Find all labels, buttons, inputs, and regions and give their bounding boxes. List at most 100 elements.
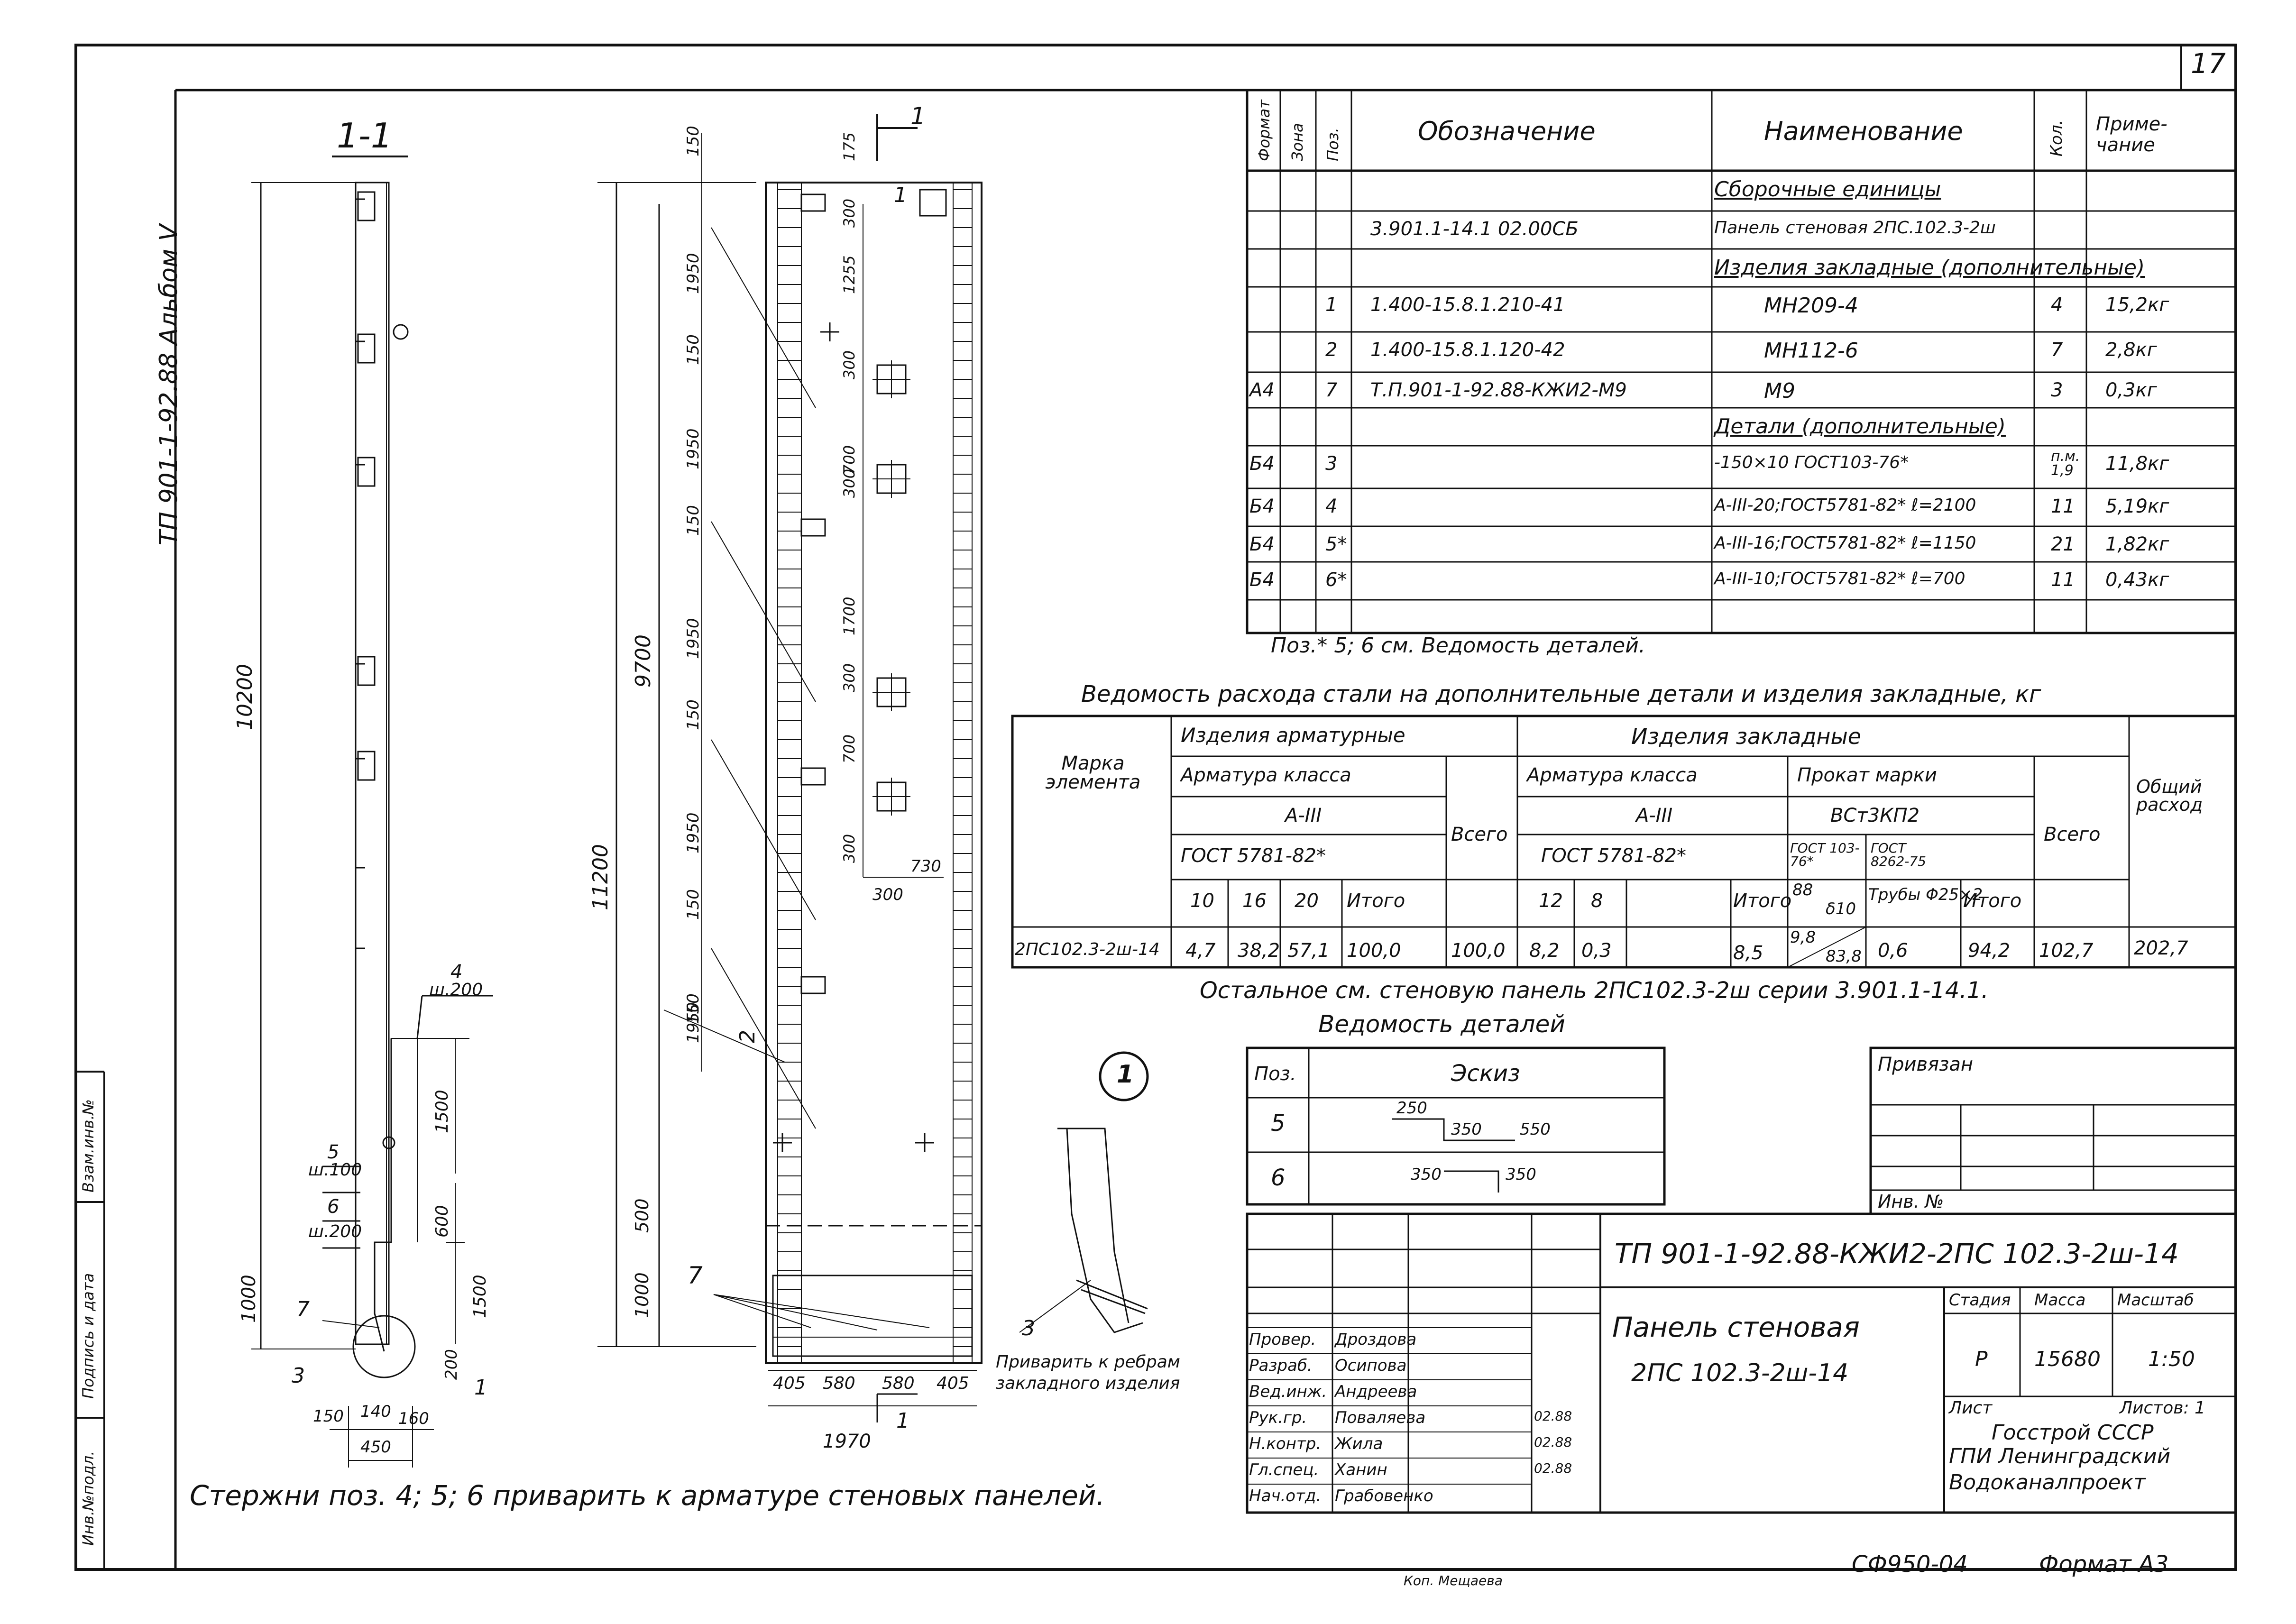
steel-row-value: 57,1 — [1287, 940, 1330, 962]
label-pos5: 5 — [327, 1141, 340, 1163]
spec-row-name: А-III-16;ГОСТ5781-82* ℓ=1150 — [1714, 533, 1976, 553]
spec-row-note: 11,8кг — [2105, 453, 2169, 475]
strip-replaced-inv: Взам.инв.№ — [79, 1099, 97, 1193]
steel-88: 88 — [1792, 881, 1813, 899]
stamp-org-2: ГПИ Ленинградский — [1949, 1444, 2171, 1468]
sheet-number: 17 — [2191, 47, 2226, 80]
stamp-role: Нач.отд. — [1249, 1486, 1322, 1505]
detail-5-a: 250 — [1396, 1099, 1427, 1118]
stamp-org-3: Водоканалпроект — [1949, 1470, 2146, 1495]
spec-row-qty: 3 — [2051, 379, 2063, 401]
spec-header-name: Наименование — [1764, 116, 1963, 146]
spec-footnote: Поз.* 5; 6 см. Ведомость деталей. — [1271, 633, 1645, 658]
dim-600: 600 — [432, 1205, 452, 1238]
spec-row-name: -150×10 ГОСТ103-76* — [1714, 453, 1909, 472]
steel-gost-arm: ГОСТ 5781-82* — [1181, 845, 1326, 867]
spec-row-pos: 2 — [1325, 339, 1338, 361]
spec-row-name: Изделия закладные (дополнительные) — [1714, 256, 2145, 280]
spec-row-format: Б4 — [1249, 533, 1275, 555]
copied-by: Коп. Мещаева — [1404, 1573, 1503, 1588]
steel-diam-emb: 8 — [1591, 890, 1603, 912]
spec-row-name: Сборочные единицы — [1714, 177, 1941, 202]
steel-row-value: 94,2 — [1968, 940, 2011, 962]
spec-row-qty: 4 — [2051, 294, 2063, 316]
elev-1-bottom: 1 — [896, 1409, 909, 1433]
spec-header-0: Формат — [1255, 100, 1273, 161]
elev-dim-right: 300 — [840, 663, 858, 692]
steel-truby: Трубы Φ25×2 — [1868, 885, 1983, 904]
stamp-name: Дроздова — [1335, 1330, 1417, 1349]
elev-dim-right: 300 — [840, 468, 858, 498]
elev-dim-left: 1950 — [684, 428, 703, 469]
steel-itogo-emb1: Итого — [1733, 890, 1792, 912]
dim-1000-left: 1000 — [238, 1275, 260, 1323]
steel-note: Остальное см. стеновую панель 2ПС102.3-2… — [1200, 977, 1989, 1004]
detail-6-a: 350 — [1411, 1165, 1442, 1184]
label-pos4-step: ш.200 — [429, 980, 483, 1000]
stamp-role: Вед.инж. — [1249, 1382, 1327, 1401]
steel-row-value: 83,8 — [1826, 947, 1862, 966]
spec-row-designation: Т.П.901-1-92.88-КЖИ2-М9 — [1370, 379, 1627, 401]
detail-5-c: 550 — [1520, 1120, 1551, 1139]
strip-signature-date: Подпись и дата — [79, 1273, 97, 1399]
stamp-name: Осипова — [1335, 1356, 1407, 1375]
stamp-scale-h: Масштаб — [2117, 1291, 2194, 1310]
detail-6-b: 350 — [1506, 1165, 1536, 1184]
spec-row-note: 5,19кг — [2105, 495, 2169, 517]
spec-row-designation: 1.400-15.8.1.120-42 — [1370, 339, 1565, 361]
binding-inv: Инв. № — [1878, 1191, 1944, 1212]
dim-10200: 10200 — [233, 664, 257, 730]
dim-200: 200 — [442, 1349, 461, 1380]
steel-row-value: 4,7 — [1185, 940, 1216, 962]
spec-row-note: 2,8кг — [2105, 339, 2157, 361]
spec-row-format: А4 — [1249, 379, 1275, 401]
details-header-pos: Поз. — [1254, 1063, 1296, 1085]
steel-vsego-arm: Всего — [1451, 824, 1508, 845]
spec-row-pos: 7 — [1325, 379, 1338, 401]
steel-gost8262: ГОСТ 8262-75 — [1871, 840, 1926, 869]
stamp-role: Провер. — [1249, 1330, 1316, 1349]
steel-row-mark: 2ПС102.3-2ш-14 — [1015, 940, 1160, 959]
steel-arm-class: Арматура класса — [1181, 764, 1351, 786]
spec-row-note: 0,3кг — [2105, 379, 2157, 401]
strip-inv-podl: Инв.№подл. — [79, 1450, 97, 1546]
details-title: Ведомость деталей — [1318, 1010, 1565, 1038]
detail-5-b: 350 — [1451, 1120, 1482, 1139]
label-pos6-step: ш.200 — [308, 1222, 362, 1241]
steel-diam-arm: 10 — [1190, 890, 1214, 912]
steel-vsego-emb: Всего — [2044, 824, 2101, 845]
format-code: СФ950-04 — [1852, 1551, 1968, 1578]
spec-row-name: А-III-10;ГОСТ5781-82* ℓ=700 — [1714, 569, 1965, 588]
elev-dim-right: 1255 — [840, 255, 858, 294]
stamp-role: Рук.гр. — [1249, 1408, 1307, 1427]
steel-row-value: 38,2 — [1238, 940, 1280, 962]
steel-diam-arm: 16 — [1242, 890, 1267, 912]
stamp-role: Гл.спец. — [1249, 1460, 1319, 1479]
stamp-name: Жила — [1335, 1434, 1383, 1453]
spec-row-format: Б4 — [1249, 569, 1275, 591]
label-pos7-elev: 7 — [688, 1262, 703, 1289]
stamp-name: Андреева — [1335, 1382, 1417, 1401]
spec-row-note: 0,43кг — [2105, 569, 2169, 591]
stamp-name-2: 2ПС 102.3-2ш-14 — [1631, 1359, 1849, 1387]
spec-header-1: Зона — [1288, 123, 1306, 161]
dim-1500-top: 1500 — [432, 1090, 452, 1133]
elev-dim-right: 175 — [840, 132, 858, 161]
bottom-total: 1970 — [823, 1431, 871, 1452]
stamp-date: 02.88 — [1534, 1434, 1572, 1450]
bottom-note: Стержни поз. 4; 5; 6 приварить к арматур… — [190, 1479, 1105, 1512]
label-pos1: 1 — [474, 1376, 487, 1400]
elev-dim-right: 300 — [872, 885, 903, 904]
stamp-mass-h: Масса — [2034, 1291, 2086, 1310]
label-pos6: 6 — [327, 1196, 340, 1218]
detail-circle-label: 1 — [1117, 1060, 1134, 1089]
spec-row-pos: 6* — [1325, 569, 1347, 591]
label-pos3: 3 — [292, 1364, 305, 1388]
detail-6-pos: 6 — [1271, 1165, 1286, 1191]
spec-row-name: Детали (дополнительные) — [1714, 414, 2006, 439]
elev-1-top: 1 — [894, 183, 907, 207]
steel-arm-header: Изделия арматурные — [1181, 724, 1405, 747]
steel-emb-header: Изделия закладные — [1631, 724, 1862, 749]
dim-160: 160 — [398, 1409, 429, 1428]
